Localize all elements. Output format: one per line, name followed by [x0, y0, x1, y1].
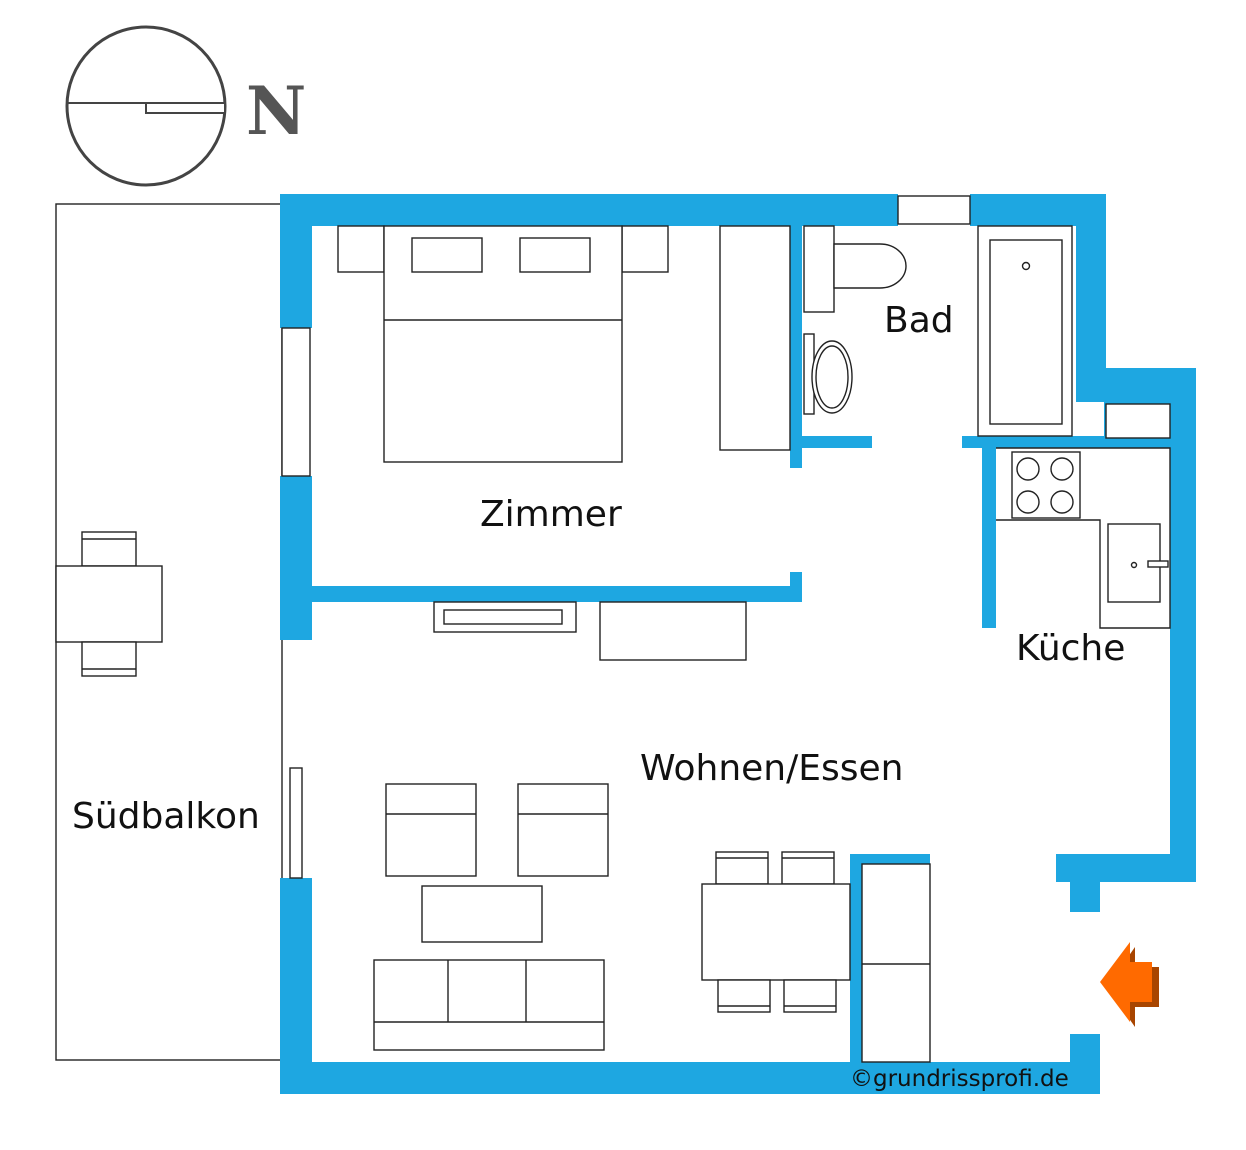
armchair-right	[517, 783, 609, 877]
wardrobe	[719, 225, 791, 451]
bathtub	[977, 225, 1073, 437]
cabinet	[861, 863, 931, 1063]
room-label-balkon: Südbalkon	[72, 796, 260, 837]
room-label-bad: Bad	[884, 300, 954, 341]
compass-icon	[65, 25, 227, 187]
armchair-left	[385, 783, 477, 877]
walls	[280, 194, 1196, 1094]
toilet	[803, 225, 907, 313]
dining-table	[701, 851, 851, 1013]
bed	[337, 225, 669, 463]
kitchen-counter	[996, 447, 1171, 629]
sofa	[373, 959, 605, 1051]
copyright-notice: ©grundrissprofi.de	[850, 1066, 1069, 1092]
tv-board	[433, 601, 747, 661]
windows	[281, 195, 1171, 879]
room-label-wohnen: Wohnen/Essen	[640, 748, 903, 789]
entrance-arrow-icon	[1100, 942, 1159, 1027]
sink-bath	[803, 333, 853, 415]
room-label-kueche: Küche	[1016, 628, 1125, 669]
north-label: N	[246, 72, 306, 150]
room-label-zimmer: Zimmer	[480, 494, 622, 535]
coffee-table	[421, 885, 543, 943]
balcony-table	[55, 531, 163, 677]
